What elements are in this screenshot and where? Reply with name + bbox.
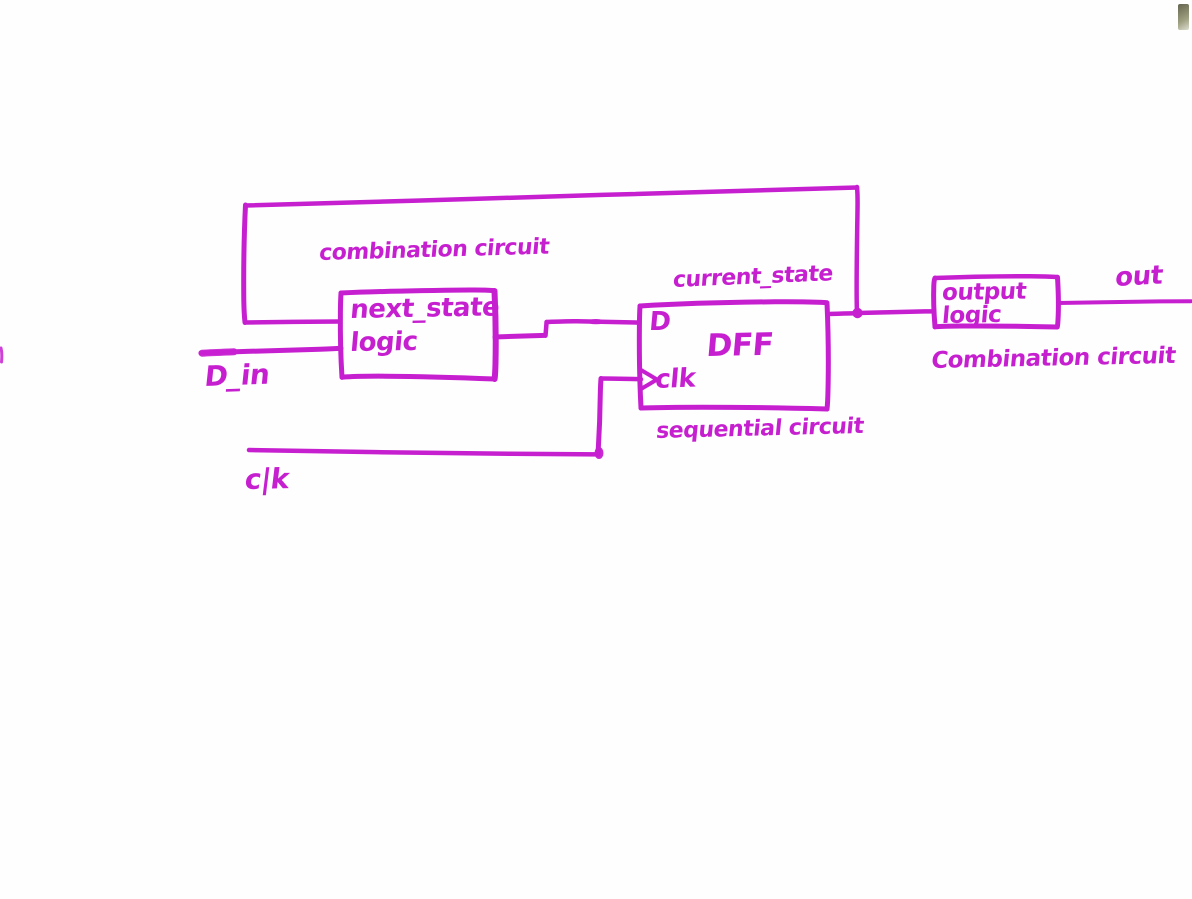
label-dff-d-input: D bbox=[648, 307, 672, 337]
label-clk-signal: c|k bbox=[243, 462, 292, 496]
d-in-wire bbox=[198, 345, 344, 357]
wire-junction-dot bbox=[852, 307, 863, 319]
label-out: out bbox=[1114, 260, 1164, 293]
stray-mark-left bbox=[0, 346, 4, 364]
next-state-logic-box bbox=[337, 287, 499, 382]
label-dff: DFF bbox=[705, 326, 775, 364]
label-next-state-line2: logic bbox=[349, 326, 419, 358]
photo-smudge-artifact bbox=[1178, 4, 1189, 30]
clk-wire bbox=[246, 376, 644, 459]
dff-box bbox=[636, 299, 831, 412]
label-combination-circuit-right: Combination circuit bbox=[930, 342, 1177, 374]
label-sequential-circuit: sequential circuit bbox=[655, 413, 865, 444]
dff-clk-triangle-icon bbox=[639, 368, 659, 391]
label-next-state-line1: next_state bbox=[349, 292, 501, 325]
label-d-in: D_in bbox=[203, 357, 272, 393]
label-dff-clk-input: clk bbox=[654, 363, 697, 395]
out-wire bbox=[1056, 299, 1192, 305]
output-logic-box bbox=[931, 273, 1061, 330]
feedback-wire bbox=[241, 184, 860, 325]
label-output-logic-line2: logic bbox=[941, 301, 1003, 329]
current-state-wire bbox=[825, 307, 937, 319]
next-state-to-dff-wire bbox=[492, 318, 642, 340]
